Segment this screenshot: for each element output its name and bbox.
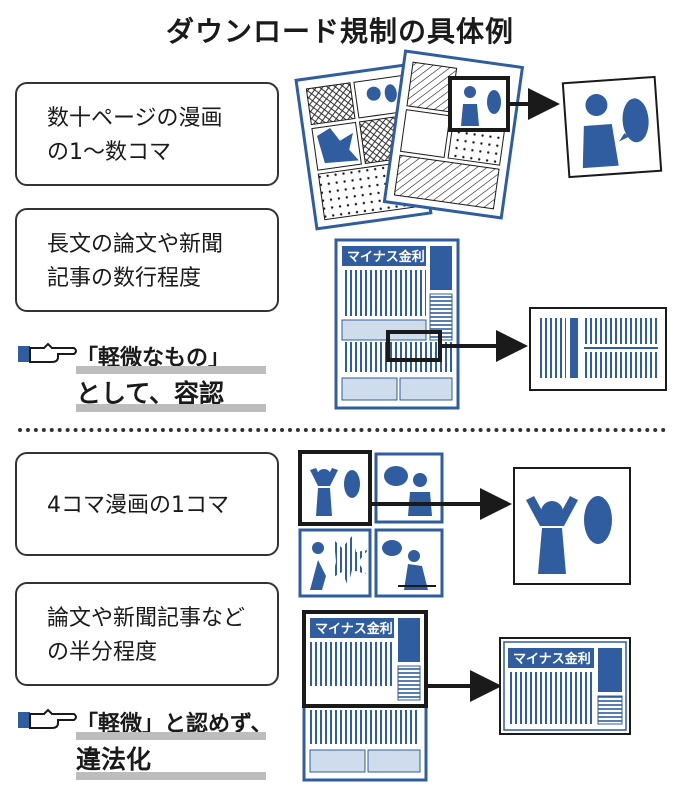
newspaper-full [334,238,460,410]
case-box-manga-pages: 数十ページの漫画 の1〜数コマ [15,82,279,186]
section-divider [18,428,666,432]
case-box-4koma: 4コマ漫画の1コマ [15,452,279,556]
page-title: ダウンロード規制の具体例 [165,15,514,48]
enlarged-newspaper-half [499,637,631,735]
highlight-bar [76,404,266,412]
enlarged-manga-panel [561,75,663,179]
verdict-result: 違法化 [76,745,152,774]
case-text-line: の1〜数コマ [47,140,171,165]
verdict-result: として、容認 [76,379,225,408]
case-text-line: 記事の数行程度 [47,266,202,291]
case-text-line: 長文の論文や新聞 [47,232,224,257]
case-text-line: 論文や新聞記事など [47,606,246,631]
case-text-line: 数十ページの漫画 [47,106,223,131]
newspaper-headline: マイナス金利 [513,651,591,667]
pointing-hand-icon [18,708,77,729]
highlight-bar [76,732,266,740]
case-text-line: の半分程度 [47,640,158,665]
pointing-hand-icon [18,342,77,363]
highlight-bar [76,772,266,780]
newspaper-headline: マイナス金利 [315,621,393,637]
enlarged-article-excerpt [529,307,667,391]
highlight-bar [76,366,266,374]
case-box-half-article: 論文や新聞記事など の半分程度 [15,582,279,686]
enlarged-4koma-panel [513,467,631,585]
four-koma-grid [298,450,444,598]
case-text-line: 4コマ漫画の1コマ [47,493,229,518]
verdict-illegal: 「軽微」と認めず、 違法化 [18,706,272,782]
newspaper-half-selected [302,610,428,782]
verdict-allowed: 「軽微なもの」 として、容認 [18,340,268,412]
newspaper-headline: マイナス金利 [347,249,425,265]
case-box-long-article: 長文の論文や新聞 記事の数行程度 [15,208,279,312]
